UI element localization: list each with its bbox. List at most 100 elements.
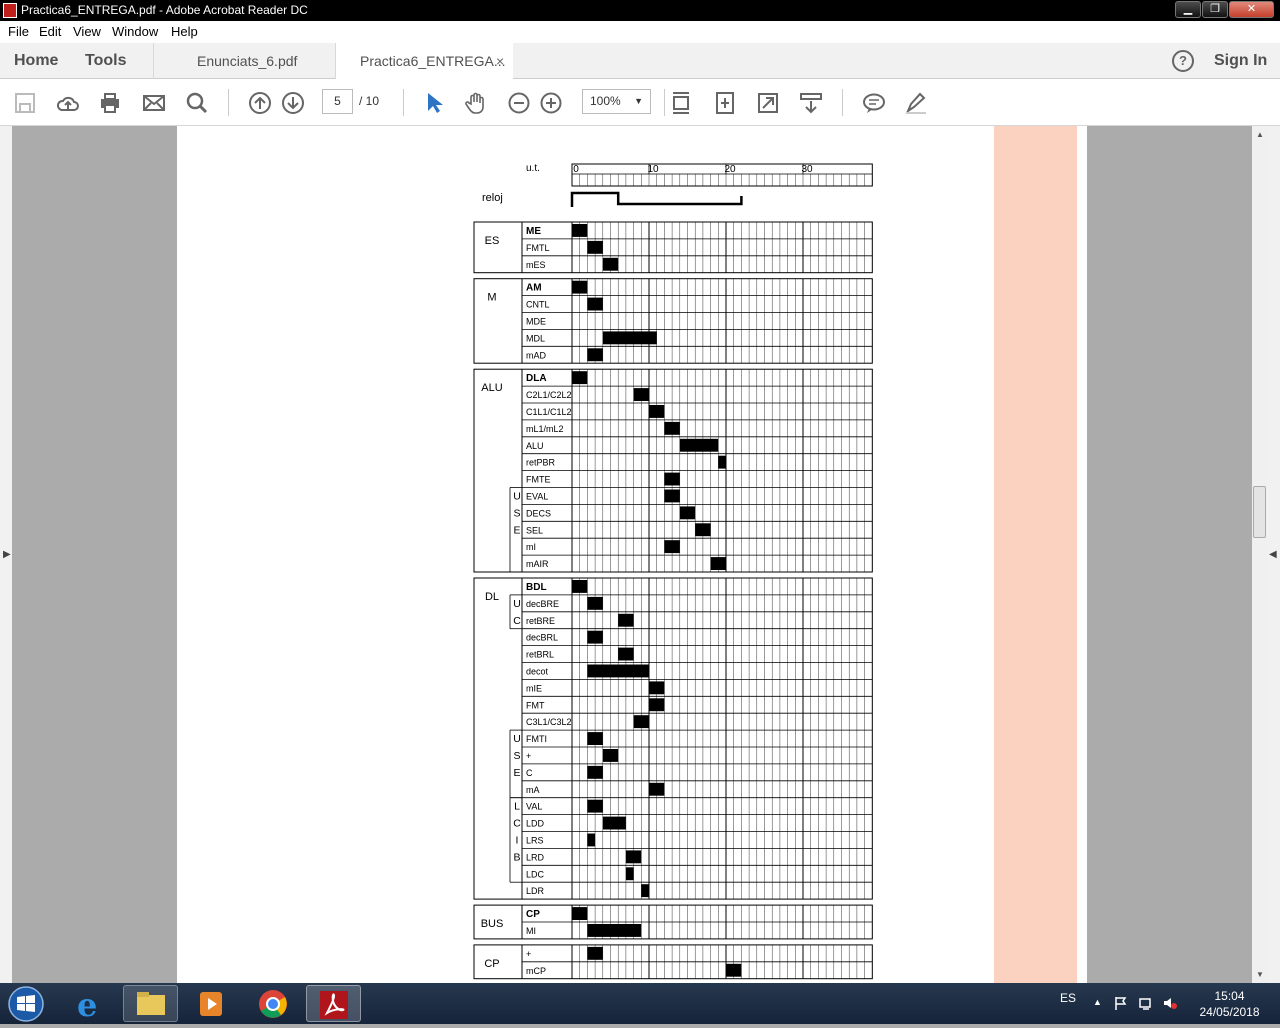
page-number-input[interactable]: 5 — [322, 89, 353, 114]
signal-active-bar — [664, 489, 680, 503]
tab-practica6[interactable]: Practica6_ENTREGA... × — [335, 43, 513, 79]
media-player-icon[interactable] — [184, 985, 239, 1022]
close-window-button[interactable]: ✕ — [1229, 1, 1274, 18]
scrollbar-thumb[interactable] — [1253, 486, 1266, 538]
signal-active-bar — [602, 331, 657, 345]
scroll-down-icon[interactable]: ▼ — [1256, 970, 1264, 979]
highlight-pen-icon[interactable] — [904, 91, 928, 115]
network-icon[interactable] — [1138, 995, 1154, 1011]
full-screen-icon[interactable] — [756, 91, 780, 115]
page-total: / 10 — [359, 94, 380, 108]
zoom-out-icon[interactable] — [507, 91, 531, 115]
signal-name: mL1/mL2 — [526, 424, 564, 434]
signal-name: C3L1/C3L2 — [526, 717, 572, 727]
home-tab[interactable]: Home — [14, 52, 59, 69]
signal-active-bar — [679, 438, 719, 452]
signal-active-bar — [649, 782, 665, 796]
zoom-in-icon[interactable] — [539, 91, 563, 115]
previous-page-icon[interactable] — [248, 91, 272, 115]
signal-name: MDE — [526, 317, 546, 327]
menu-edit[interactable]: Edit — [39, 24, 62, 39]
signal-name: + — [526, 751, 531, 761]
menu-view[interactable]: View — [73, 24, 101, 39]
print-icon[interactable] — [98, 91, 122, 115]
tools-tab[interactable]: Tools — [85, 52, 127, 69]
maximize-button[interactable]: ❐ — [1202, 1, 1228, 18]
signal-active-bar — [695, 523, 711, 537]
signal-active-bar — [587, 799, 603, 813]
signal-name: FMTI — [526, 734, 547, 744]
expand-left-panel-icon[interactable]: ▶ — [3, 549, 11, 560]
signal-name: mI — [526, 542, 536, 552]
signal-active-bar — [587, 596, 603, 610]
expand-right-panel-icon[interactable]: ◀ — [1269, 549, 1277, 560]
page-margin-strip — [994, 126, 1077, 983]
scroll-up-icon[interactable]: ▲ — [1256, 130, 1264, 139]
signal-active-bar — [679, 506, 696, 520]
menu-bar: File Edit View Window Help — [0, 21, 1280, 43]
signal-active-bar — [587, 297, 603, 311]
signal-name: CP — [526, 909, 540, 920]
signal-active-bar — [572, 371, 588, 385]
group-label: BUS — [481, 918, 504, 930]
menu-window[interactable]: Window — [112, 24, 159, 39]
signal-active-bar — [587, 946, 603, 960]
scroll-mode-icon[interactable] — [669, 91, 693, 115]
signal-name: BDL — [526, 582, 547, 593]
chrome-icon[interactable] — [245, 985, 300, 1022]
menu-help[interactable]: Help — [171, 24, 198, 39]
select-cursor-icon[interactable] — [421, 91, 445, 115]
menu-file[interactable]: File — [8, 24, 29, 39]
signal-active-bar — [587, 240, 603, 254]
help-icon[interactable]: ? — [1172, 50, 1194, 72]
time-tick-label: 10 — [647, 164, 659, 175]
save-icon[interactable] — [13, 91, 37, 115]
comment-icon[interactable] — [862, 91, 886, 115]
signal-active-bar — [633, 388, 649, 401]
signal-active-bar — [572, 224, 588, 237]
left-panel-toggle[interactable] — [0, 126, 12, 983]
internet-explorer-icon[interactable]: e — [62, 985, 117, 1024]
fit-page-icon[interactable] — [713, 91, 737, 115]
zoom-dropdown[interactable]: 100%▼ — [582, 89, 651, 114]
tab-label: Enunciats_6.pdf — [197, 53, 298, 69]
viewer-background — [1087, 126, 1267, 983]
time-tick-label: 0 — [573, 164, 579, 175]
tab-enunciats[interactable]: Enunciats_6.pdf — [153, 43, 335, 79]
signal-name: CNTL — [526, 300, 550, 310]
language-indicator[interactable]: ES — [1060, 991, 1077, 1005]
file-explorer-icon[interactable] — [123, 985, 178, 1022]
next-page-icon[interactable] — [281, 91, 305, 115]
signal-name: mCP — [526, 966, 546, 976]
minimize-button[interactable]: ▁ — [1175, 1, 1201, 18]
cloud-upload-icon[interactable] — [56, 91, 80, 115]
signal-name: decBRE — [526, 599, 559, 609]
sign-in-link[interactable]: Sign In — [1214, 52, 1268, 69]
right-panel-toggle[interactable] — [1267, 126, 1280, 983]
read-mode-icon[interactable] — [799, 91, 823, 115]
signal-name: AM — [526, 283, 542, 294]
volume-muted-icon[interactable] — [1162, 995, 1178, 1011]
vertical-scrollbar[interactable] — [1252, 126, 1267, 983]
acrobat-taskbar-icon[interactable] — [306, 985, 361, 1022]
email-icon[interactable] — [142, 91, 166, 115]
signal-active-bar — [587, 664, 649, 678]
group-label: M — [487, 292, 496, 304]
hand-tool-icon[interactable] — [464, 91, 488, 115]
signal-active-bar — [726, 963, 742, 977]
signal-active-bar — [602, 257, 619, 271]
close-tab-icon[interactable]: × — [496, 53, 505, 69]
signal-active-bar — [618, 647, 634, 661]
signal-active-bar — [664, 540, 680, 554]
signal-name: FMTL — [526, 243, 550, 253]
window-title: Practica6_ENTREGA.pdf - Adobe Acrobat Re… — [21, 3, 308, 17]
show-hidden-icons-icon[interactable]: ▲ — [1093, 997, 1102, 1007]
search-icon[interactable] — [185, 91, 209, 115]
title-bar: Practica6_ENTREGA.pdf - Adobe Acrobat Re… — [0, 0, 1280, 21]
signal-active-bar — [572, 580, 588, 593]
action-center-flag-icon[interactable] — [1113, 995, 1129, 1011]
windows-start-icon[interactable] — [7, 985, 45, 1023]
